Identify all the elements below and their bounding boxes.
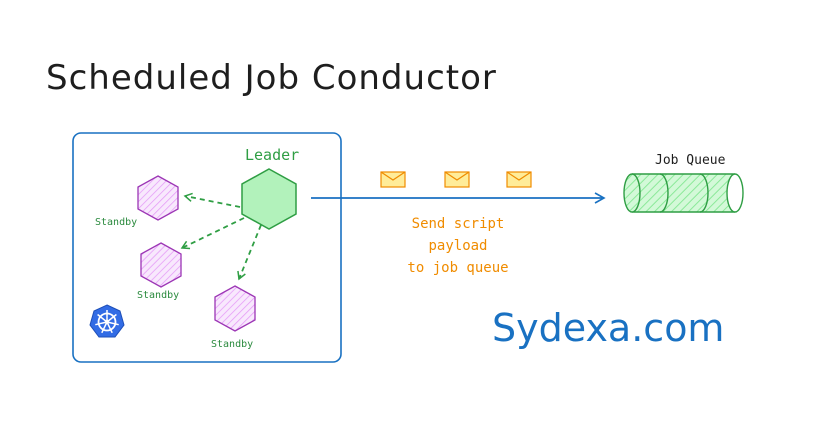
- brand-watermark: Sydexa.com: [492, 306, 725, 350]
- payload-caption: Send script payload to job queue: [378, 213, 538, 279]
- envelope-icon: [444, 171, 470, 188]
- cluster-boundary: [72, 132, 342, 363]
- standby-label: Standby: [211, 339, 254, 350]
- leader-to-standby-3-arrow: [237, 224, 262, 281]
- leader-to-standby-1-arrow: [183, 192, 241, 208]
- standby-node-2: [140, 242, 182, 288]
- standby-node-3: [214, 285, 256, 332]
- diagram-title: Scheduled Job Conductor: [46, 58, 497, 98]
- payload-caption-line2: to job queue: [407, 260, 509, 276]
- leader-node: [241, 168, 297, 230]
- standby-label: Standby: [137, 290, 180, 301]
- leader-to-standby-2-arrow: [180, 217, 245, 250]
- envelope-icon: [506, 171, 532, 188]
- envelope-icon: [380, 171, 406, 188]
- job-queue-label: Job Queue: [655, 153, 726, 168]
- job-queue-cylinder: [623, 173, 744, 213]
- standby-label: Standby: [95, 217, 138, 228]
- kubernetes-icon: [89, 304, 125, 338]
- payload-caption-line1: Send script payload: [411, 216, 505, 254]
- standby-node-1: [137, 175, 179, 221]
- leader-label: Leader: [245, 146, 300, 164]
